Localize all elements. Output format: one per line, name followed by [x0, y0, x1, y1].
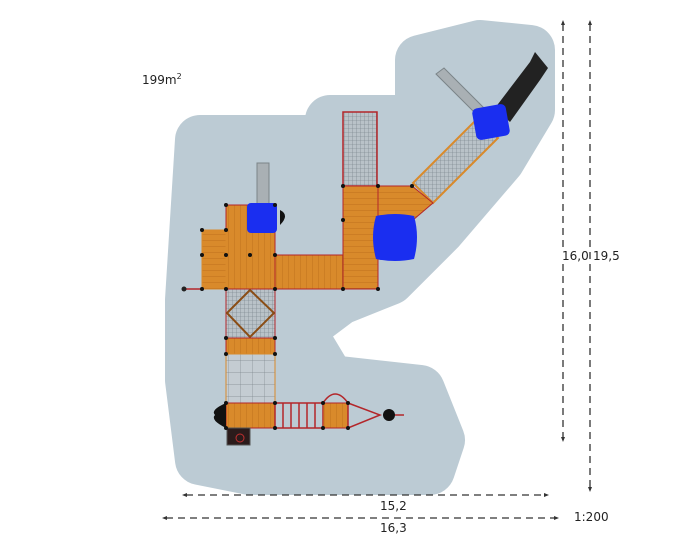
- right-tower-deck: [342, 185, 379, 290]
- right-slide-hood: [373, 214, 417, 261]
- dimension-lines: [166, 24, 591, 519]
- dimension-arrows: [162, 20, 592, 520]
- area-label: 199m2: [142, 72, 182, 87]
- horizontal-bridge: [274, 254, 344, 290]
- ball-anchor: [383, 409, 395, 421]
- middle-deck: [225, 337, 276, 355]
- posts: [200, 184, 414, 430]
- top-climbing-net: [342, 111, 378, 187]
- left-slide: [256, 162, 270, 206]
- diagonal-net-bridge: [411, 116, 500, 205]
- tube-slide: [495, 52, 548, 122]
- end-deck: [322, 402, 349, 429]
- diamond-net: [225, 288, 276, 339]
- height-inner-label: 16,0: [562, 249, 589, 263]
- left-slide-hood: [247, 203, 277, 233]
- panel-box: [226, 427, 251, 446]
- bottom-deck: [225, 402, 276, 429]
- width-outer-label: 16,3: [380, 521, 407, 535]
- grid-net: [225, 353, 276, 404]
- arch: [322, 393, 349, 404]
- top-slide-hood: [472, 104, 510, 140]
- width-inner-label: 15,2: [380, 499, 407, 513]
- bottom-roof: [213, 403, 226, 428]
- diamond-frame: [225, 288, 276, 339]
- height-outer-label: 19,5: [593, 249, 620, 263]
- corner-deck: [377, 185, 434, 221]
- scale-label: 1:200: [574, 510, 609, 524]
- left-side-deck: [201, 229, 227, 290]
- rope-triangle: [347, 401, 383, 430]
